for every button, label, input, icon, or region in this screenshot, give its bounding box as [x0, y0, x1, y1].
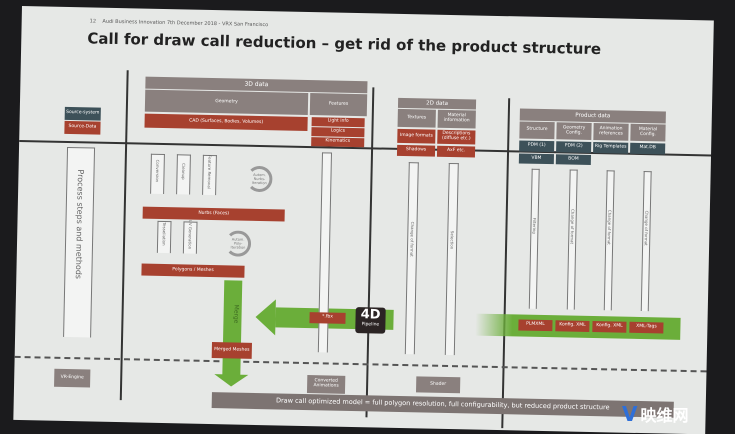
product-col-header: Material Config.: [630, 123, 666, 142]
2d-cell: Image formats: [397, 128, 436, 144]
product-output: Konfig. XML: [592, 321, 627, 333]
product-cell: PDM (2): [556, 141, 592, 153]
source-system: Source-system: [64, 106, 101, 121]
2d-cell: Shadows: [396, 144, 436, 157]
product-arrow: Filtering: [528, 168, 540, 309]
feature-item: Logics: [311, 127, 365, 138]
divider: [501, 98, 510, 429]
product-cell: Mat.DB: [630, 142, 666, 155]
watermark: V 映维网: [622, 402, 689, 426]
watermark-text: 映维网: [640, 406, 689, 425]
merged-meshes-box: Merged Meshes: [211, 342, 252, 359]
shader-box: Shader: [415, 376, 461, 394]
product-output: PLMXML: [518, 319, 553, 332]
feature-item: Kinematics: [311, 137, 365, 148]
source-data: Source-Data: [64, 120, 101, 135]
product-cell: PDM (1): [519, 140, 555, 153]
2d-cell: Descriptions (diffuse etc.): [437, 129, 476, 145]
product-output: Konfig. XML: [555, 320, 590, 332]
fbx-box: *.fbx: [309, 312, 346, 324]
vr-engine-box: VR-Engine: [54, 368, 91, 388]
polygons-box: Polygons / Meshes: [141, 263, 245, 278]
watermark-logo: V: [622, 402, 638, 426]
step-arrow: UV Generation: [182, 220, 198, 254]
feature-item: Light info: [311, 117, 365, 128]
product-cell: VBM: [518, 153, 555, 165]
cad-box: CAD (Surfaces, Bodies, Volumes): [144, 113, 308, 132]
product-arrow: Change of format: [603, 170, 615, 311]
2d-cell: AxF etc.: [436, 145, 476, 158]
product-output: XML-Tags: [629, 321, 664, 334]
geometry-header: Geometry: [144, 89, 309, 116]
step-arrow: Cleanup: [176, 154, 191, 195]
step-arrow: Conversion: [150, 153, 165, 195]
product-cell: Rig Templates: [593, 141, 629, 154]
pipeline-arrowhead: [255, 298, 276, 336]
step-arrow: Feature Removal: [202, 155, 217, 196]
slide: 12 Audi Business Innovation 7th December…: [13, 6, 714, 434]
step-arrow: Tessellation: [156, 220, 172, 254]
bottom-summary-bar: Draw call optimized model = full polygon…: [211, 392, 674, 418]
process-arrow: Process steps and methods: [63, 146, 96, 338]
product-col-header: Structure: [519, 121, 555, 140]
2d-data-header: 2D data: [397, 97, 477, 110]
event-label: Audi Business Innovation 7th December 20…: [102, 18, 269, 29]
divider: [119, 70, 129, 401]
dashed-divider: [14, 355, 707, 373]
merge-arrowhead: [214, 374, 249, 387]
textures-header: Textures: [397, 108, 436, 128]
material-info-header: Material information: [437, 109, 476, 129]
converted-animations-box: Converted Animations: [306, 375, 346, 394]
page-number: 12: [89, 18, 97, 25]
slide-title: Call for draw call reduction – get rid o…: [87, 29, 602, 59]
2d-arrow: Change of format: [404, 162, 419, 355]
features-header: Features: [309, 93, 368, 117]
divider: [365, 87, 374, 418]
product-arrow: Change of format: [640, 171, 652, 312]
cycle-icon: Autom. Poly-Iteration: [224, 230, 252, 257]
product-arrow: Change of format: [566, 169, 578, 310]
product-cell: BOM: [555, 154, 592, 165]
nurbs-box: Nurbs (Faces): [142, 206, 285, 222]
product-col-header: Animation references: [593, 122, 629, 141]
cycle-icon: Autom. Nurbs-Iteration: [246, 165, 273, 193]
2d-arrow: Selection: [444, 162, 459, 356]
merge-arrow: Merge: [222, 280, 243, 377]
slide-header: 12 Audi Business Innovation 7th December…: [90, 18, 269, 28]
product-col-header: Geometry Config.: [556, 122, 592, 140]
